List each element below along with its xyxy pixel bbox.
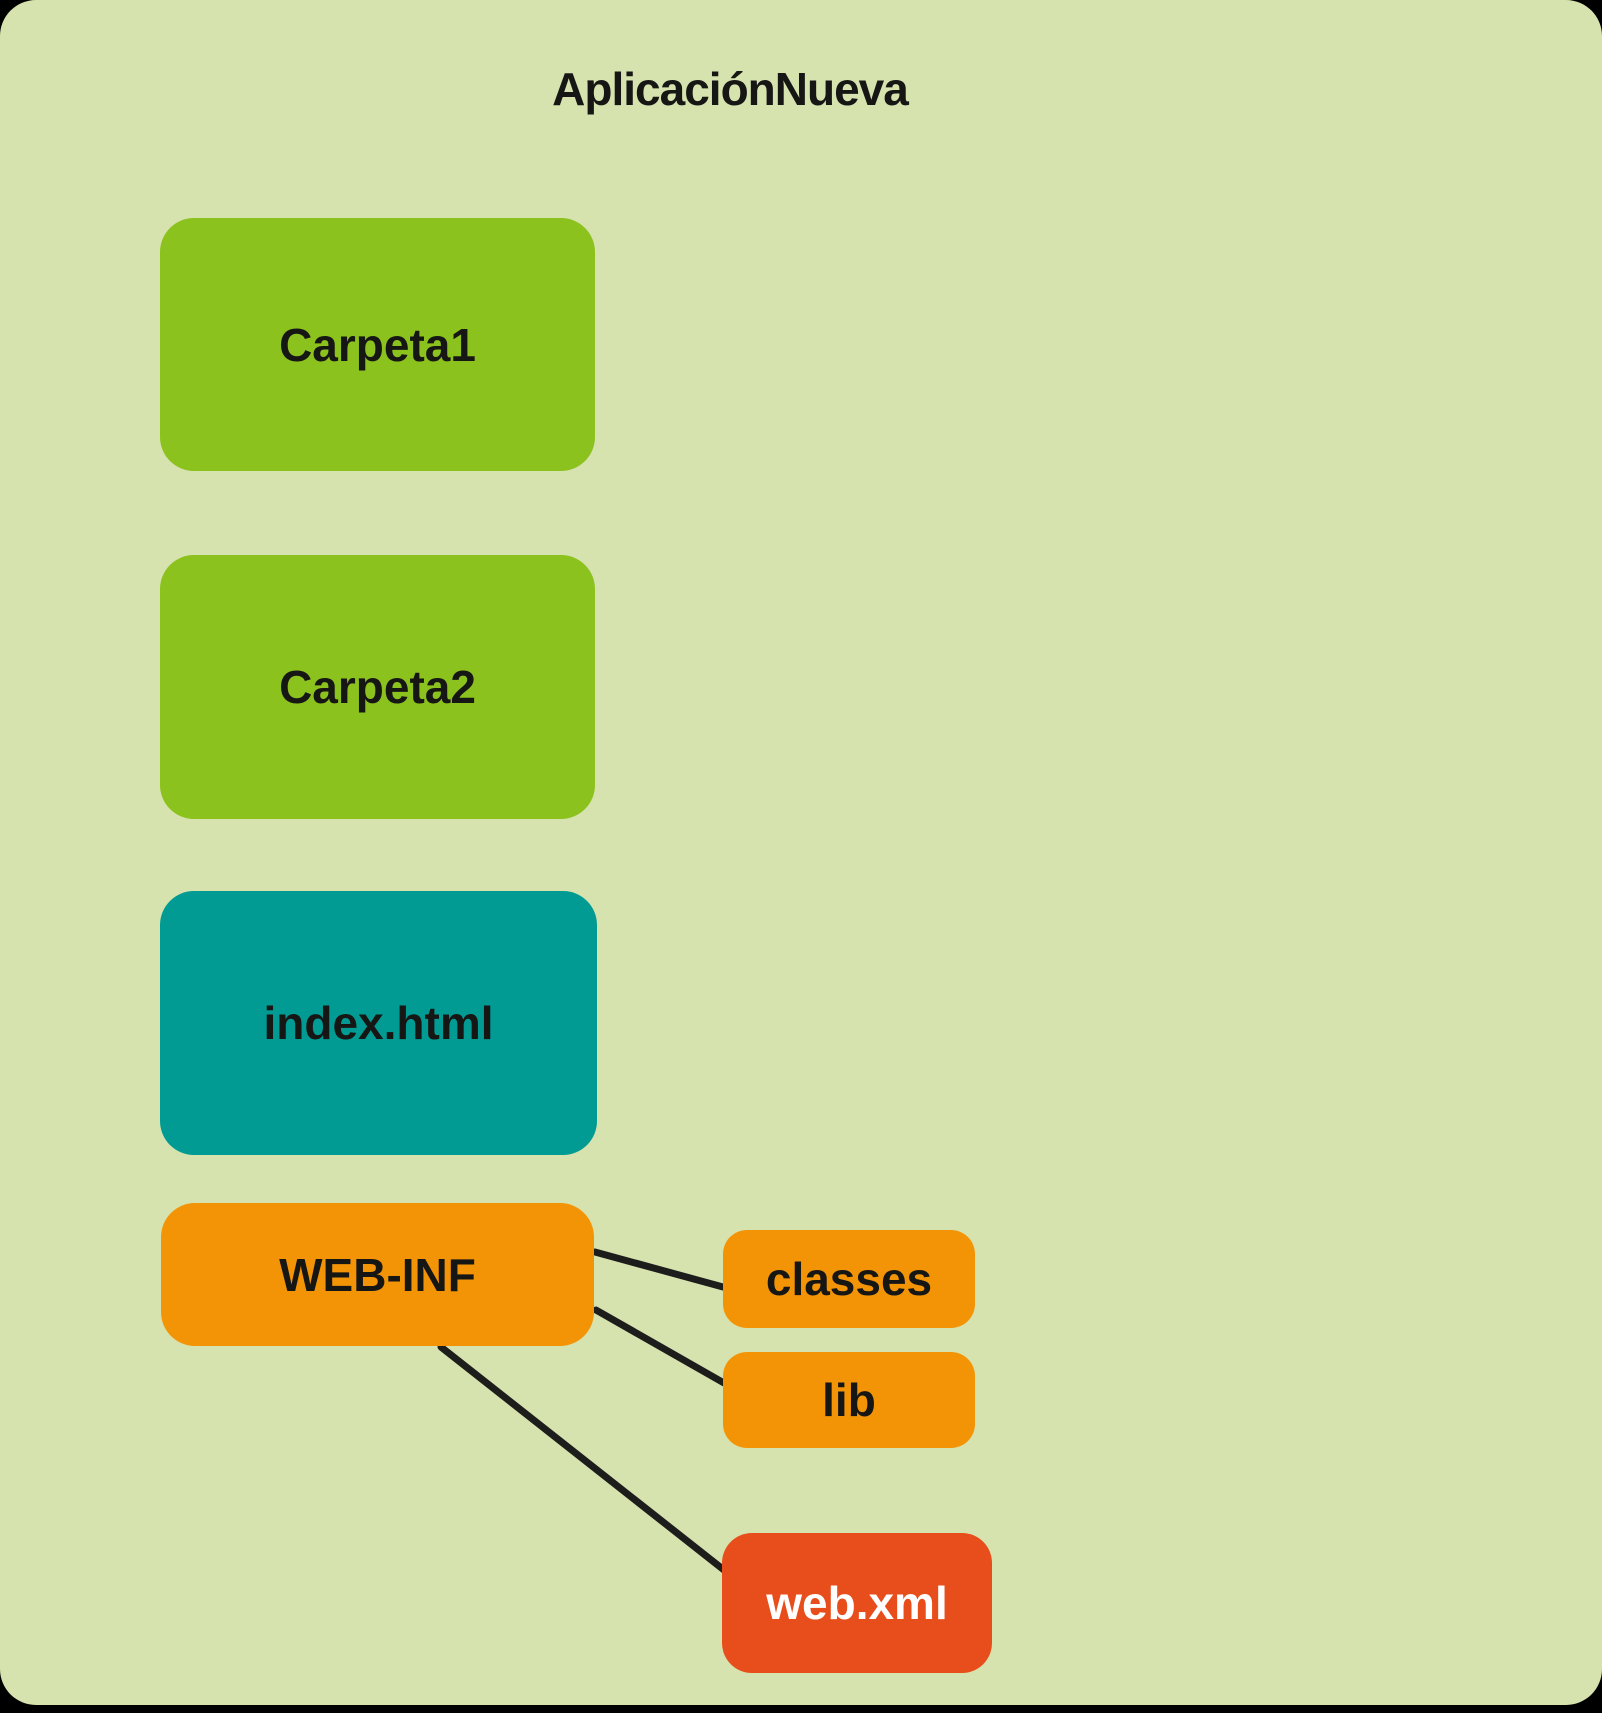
node-classes: classes [723, 1230, 975, 1328]
diagram-title: AplicaciónNueva [552, 63, 909, 115]
node-carpeta1: Carpeta1 [160, 218, 595, 471]
node-web-inf-label: WEB-INF [279, 1248, 476, 1301]
node-lib: lib [723, 1352, 975, 1448]
node-carpeta1-label: Carpeta1 [279, 318, 476, 371]
node-index-html: index.html [160, 891, 597, 1155]
node-lib-label: lib [822, 1374, 876, 1426]
node-web-inf: WEB-INF [161, 1203, 594, 1346]
node-classes-label: classes [765, 1253, 933, 1305]
node-web-xml: web.xml [722, 1533, 992, 1673]
node-carpeta2: Carpeta2 [160, 555, 595, 819]
node-web-xml-label: web.xml [766, 1577, 948, 1629]
node-carpeta2-label: Carpeta2 [279, 661, 476, 713]
node-index-html-label: index.html [263, 997, 494, 1049]
